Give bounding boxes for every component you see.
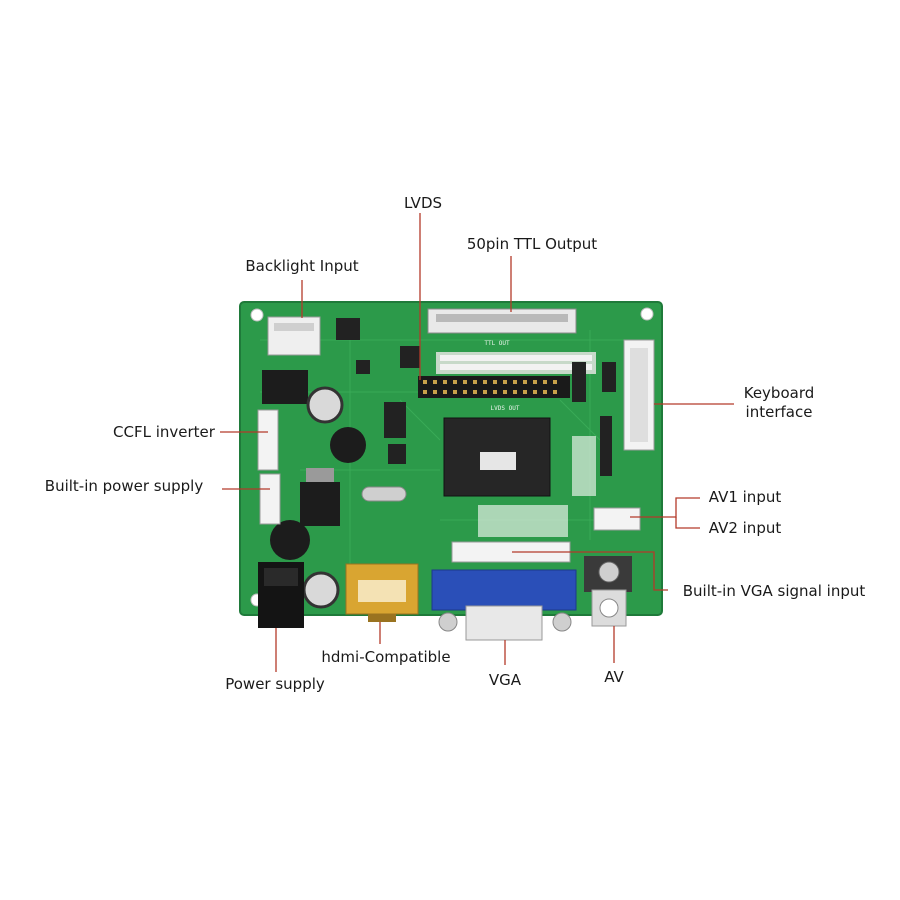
label-builtin-power-supply: Built-in power supply [45,477,204,495]
main-ic [443,417,551,497]
label-lvds: LVDS [404,194,442,212]
keyboard-connector [623,339,655,451]
label-backlight-input: Backlight Input [245,257,358,275]
label-av1-input: AV1 input [709,488,782,506]
ccfl-connector [257,409,279,471]
crystal [361,486,407,502]
label-power-supply: Power supply [225,675,325,693]
label-ttl-output: 50pin TTL Output [467,235,597,253]
label-keyboard-line2: interface [746,403,813,421]
leader-lines [220,213,734,672]
backlight-connector [267,316,321,356]
label-builtin-vga-signal-input: Built-in VGA signal input [683,582,866,600]
label-ccfl-inverter: CCFL inverter [113,423,216,441]
ttl-pad-row [436,352,596,374]
resistor-array [478,436,596,537]
ttl-out-silkscreen: TTL OUT [484,340,510,347]
lvds-out-silkscreen: LVDS OUT [491,405,520,412]
label-hdmi-compatible: hdmi-Compatible [321,648,450,666]
av-input-connector [593,507,641,531]
capacitors [262,370,366,609]
voltage-regulator [300,468,340,526]
label-av2-input: AV2 input [709,519,782,537]
label-vga: VGA [489,671,522,689]
power-connector-internal [259,473,281,525]
dc-power-jack [258,562,304,628]
small-components [336,318,616,476]
label-av: AV [604,668,624,686]
label-keyboard-line1: Keyboard [744,384,815,402]
vga-port [431,569,577,641]
lvds-pin-header [418,376,570,398]
hdmi-port [345,563,419,622]
av-rca-jack [584,556,632,627]
lvds-fpc-connector [427,308,577,334]
